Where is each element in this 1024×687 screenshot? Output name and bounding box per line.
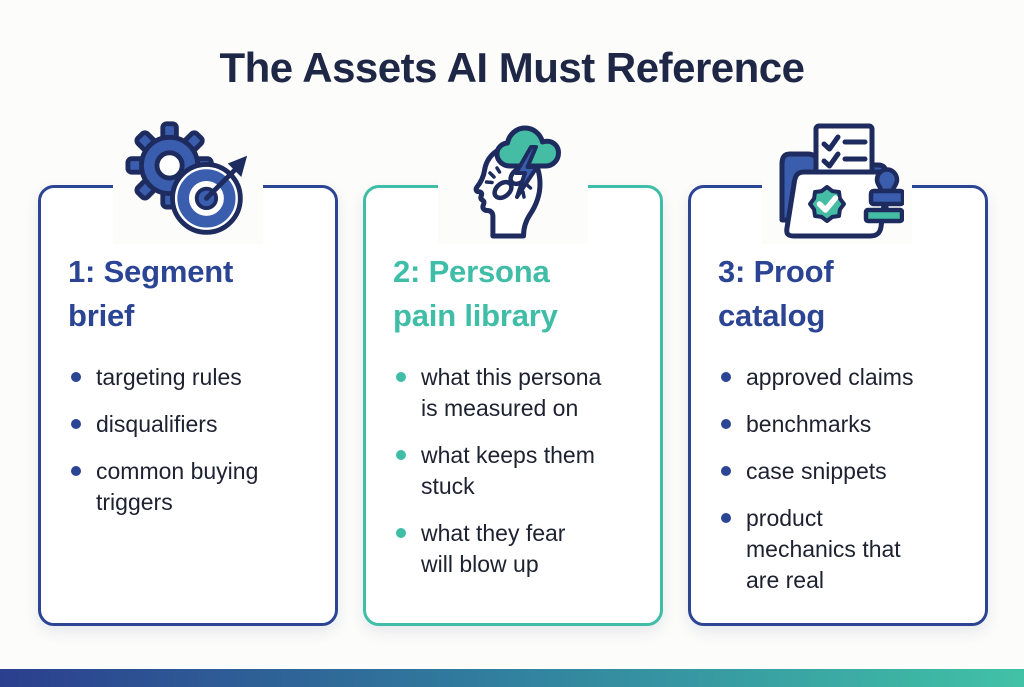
bullet-item: what this persona is measured on <box>393 362 640 424</box>
bottom-gradient-bar <box>0 669 1024 687</box>
bullet-list: approved claims benchmarks case snippets… <box>718 362 965 596</box>
bullet-item: case snippets <box>718 456 965 487</box>
bullet-item: targeting rules <box>68 362 315 393</box>
bullet-item: what keeps them stuck <box>393 440 640 502</box>
gear-target-icon <box>113 120 263 244</box>
bullet-item: common buying triggers <box>68 456 315 518</box>
page-title: The Assets AI Must Reference <box>219 44 805 91</box>
bullet-item: disqualifiers <box>68 409 315 440</box>
bullet-item: product mechanics that are real <box>718 503 965 596</box>
bullet-item: what they fear will blow up <box>393 518 640 580</box>
card-segment-brief: 1: Segment brief targeting rules disqual… <box>38 185 338 626</box>
bullet-item: benchmarks <box>718 409 965 440</box>
bullet-item: approved claims <box>718 362 965 393</box>
bullet-list: what this persona is measured on what ke… <box>393 362 640 580</box>
card-proof-catalog: 3: Proof catalog approved claims benchma… <box>688 185 988 626</box>
card-heading: 3: Proof catalog <box>718 254 834 333</box>
card-persona-pain-library: 2: Persona pain library what this person… <box>363 185 663 626</box>
card-heading: 2: Persona pain library <box>393 254 558 333</box>
bullet-list: targeting rules disqualifiers common buy… <box>68 362 315 518</box>
head-lightning-icon <box>438 120 588 244</box>
folder-stamp-icon <box>762 120 912 244</box>
card-heading: 1: Segment brief <box>68 254 234 333</box>
